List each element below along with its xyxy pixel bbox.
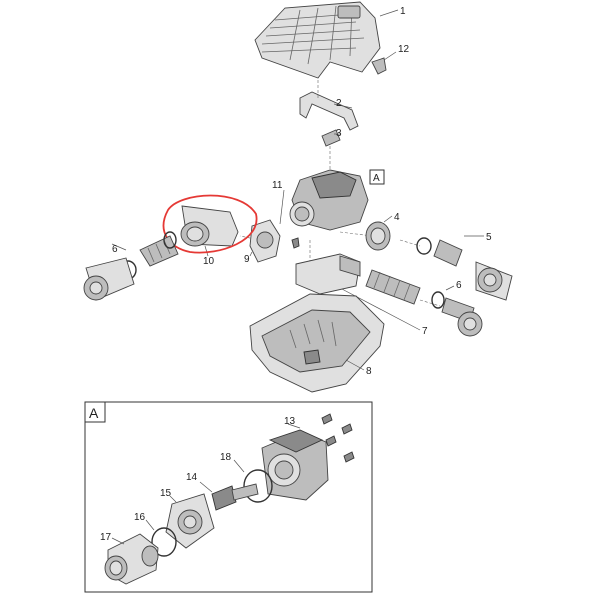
callout-12: 12 <box>398 44 410 55</box>
callout-14: 14 <box>186 472 198 483</box>
callout-8: 8 <box>366 366 372 377</box>
part-motor-housing <box>289 169 369 231</box>
callout-6-right: 6 <box>456 280 462 291</box>
part-1-top-cover <box>254 1 381 79</box>
part-5-right-connector <box>416 237 513 301</box>
detail-marker: A <box>373 173 380 184</box>
part-2-bracket <box>299 91 359 131</box>
callout-1: 1 <box>400 6 406 17</box>
callout-16: 16 <box>134 512 146 523</box>
callout-17: 17 <box>100 532 112 543</box>
part-8-base-housing <box>249 293 385 393</box>
part-4-nut <box>365 221 391 251</box>
part-7-ribbed-hose <box>365 269 421 305</box>
part-14-impeller <box>211 483 259 511</box>
part-6-left-hose <box>83 231 179 301</box>
detail-panel-label-box <box>84 401 106 423</box>
part-13-motor-body <box>261 429 329 501</box>
part-10-adapter <box>180 205 239 247</box>
part-9-seal-plate <box>249 219 281 263</box>
callout-13: 13 <box>284 416 296 427</box>
callout-10: 10 <box>203 256 215 267</box>
callout-2: 2 <box>336 98 342 109</box>
part-13-screws <box>321 413 355 463</box>
part-15-cover-plate <box>165 493 215 549</box>
detail-marker-box <box>369 169 385 185</box>
callout-18: 18 <box>220 452 232 463</box>
part-18-o-ring <box>243 469 273 503</box>
part-17-elbow-housing <box>104 533 159 585</box>
callout-5: 5 <box>486 232 492 243</box>
part-12-clip <box>371 57 387 75</box>
part-6-right-hose <box>431 291 483 337</box>
callout-7: 7 <box>422 326 428 337</box>
callout-3: 3 <box>336 128 342 139</box>
callout-4: 4 <box>394 212 400 223</box>
detail-panel-label: A <box>89 405 99 421</box>
part-inner-cartridge <box>295 253 361 295</box>
callout-6-left: 6 <box>112 244 118 255</box>
callout-15: 15 <box>160 488 172 499</box>
callout-9: 9 <box>244 254 250 265</box>
part-16-ring <box>151 527 177 557</box>
callout-11: 11 <box>272 180 283 191</box>
